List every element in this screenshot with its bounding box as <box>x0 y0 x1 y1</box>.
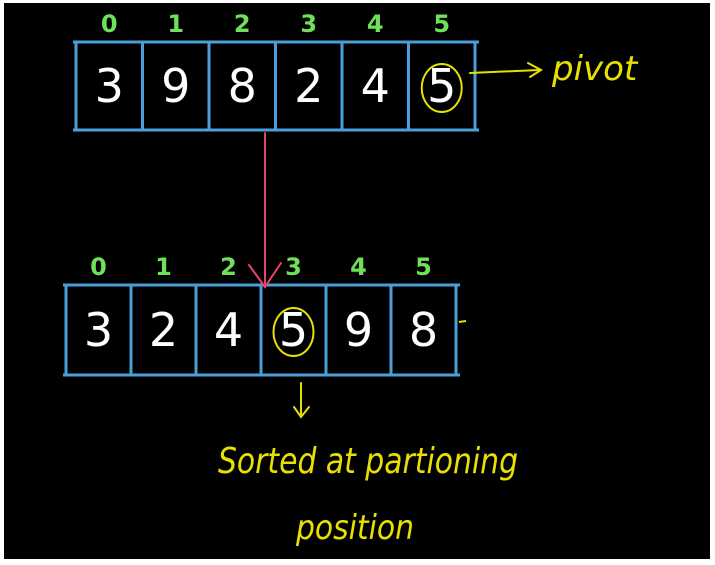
array-index-label: 2 <box>234 10 251 38</box>
array-cell-value: 9 <box>161 59 190 113</box>
array-index-label: 0 <box>101 10 118 38</box>
array-cell-value: 8 <box>228 59 257 113</box>
array-cell-value: 3 <box>95 59 124 113</box>
pivot-circle <box>272 307 315 357</box>
array-index-label: 4 <box>367 10 384 38</box>
sorted-label-line1: Sorted at partioning <box>218 441 518 482</box>
array-index-label: 1 <box>167 10 184 38</box>
array-index-label: 4 <box>350 253 367 281</box>
array-cell-value: 3 <box>84 303 113 357</box>
pivot-arrow <box>469 62 543 78</box>
move-arrow <box>248 132 282 289</box>
sorted-arrow <box>293 382 310 419</box>
array-cell-value: 9 <box>344 303 373 357</box>
array-index-label: 5 <box>433 10 450 38</box>
array-index-label: 1 <box>155 253 172 281</box>
array-cell-value: 2 <box>149 303 178 357</box>
array-cell-value: 2 <box>294 59 323 113</box>
pivot-circle <box>420 63 463 113</box>
pivot-label: pivot <box>551 49 639 89</box>
array-cell-value: 4 <box>214 303 243 357</box>
array-index-label: 3 <box>285 253 302 281</box>
array-index-label: 0 <box>90 253 107 281</box>
array-index-label: 5 <box>415 253 432 281</box>
stray-tick-mark <box>458 320 467 323</box>
array-index-label: 2 <box>220 253 237 281</box>
array-cell-value: 8 <box>409 303 438 357</box>
array-cell-value: 4 <box>361 59 390 113</box>
array-index-label: 3 <box>300 10 317 38</box>
sorted-label-line2: position <box>295 508 414 548</box>
